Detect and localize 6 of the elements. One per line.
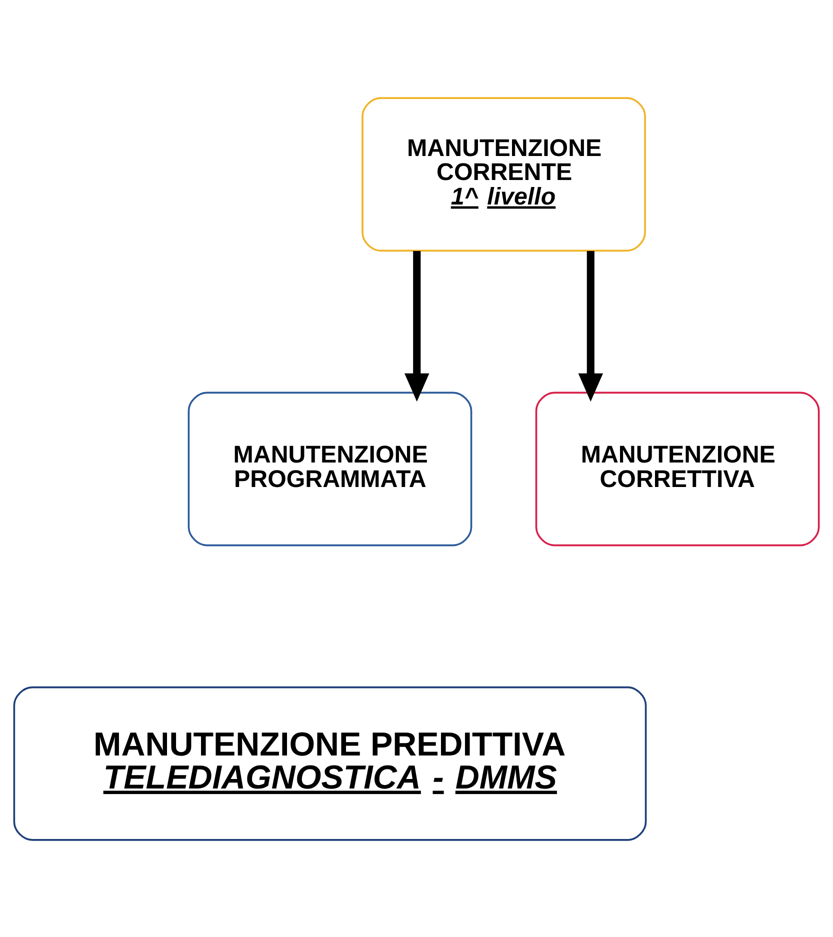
node-box: MANUTENZIONE PROGRAMMATA (188, 391, 472, 546)
arrow (578, 250, 604, 402)
node-box: MANUTENZIONE CORRETTIVA (535, 391, 820, 546)
node-box: MANUTENZIONE CORRENTE 1^ livello (362, 96, 646, 252)
node-box: MANUTENZIONE PREDITTIVA TELEDIAGNOSTICA - DMMS (13, 686, 647, 840)
arrow (404, 250, 430, 402)
